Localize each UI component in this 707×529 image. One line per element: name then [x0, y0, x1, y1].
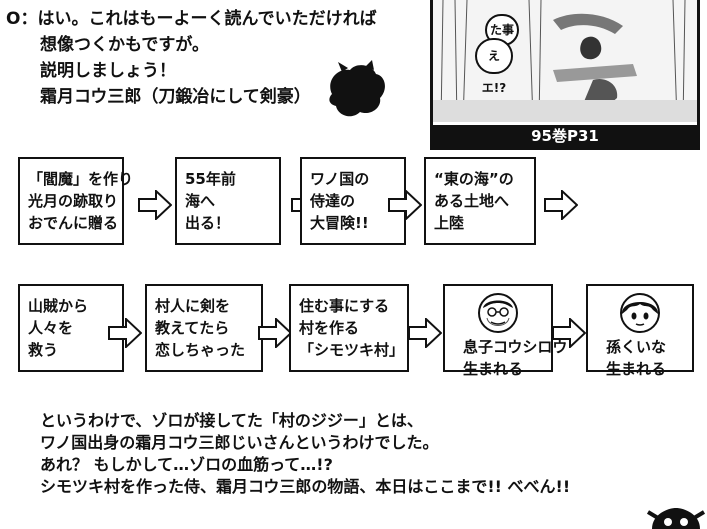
flow-step-box: 孫くいな 生まれる — [586, 284, 694, 378]
flow-step-line: “東の海”の — [434, 170, 514, 188]
flow-step-line: 孫くいな — [606, 338, 667, 356]
intro-line: 説明しましょう！ — [40, 61, 176, 81]
flow-step-line: 恋しちゃった — [155, 341, 246, 359]
flow-step-line: 光月の跡取り — [28, 192, 119, 210]
flow-step-line: 山賊から — [28, 297, 89, 315]
silhouette-head-icon — [329, 60, 385, 117]
flow-step-line: 生まれる — [606, 360, 667, 378]
flow-step-line: 救う — [28, 341, 59, 359]
speech-bubble: えエ!? — [475, 38, 513, 95]
flow-step-box: 住む事にする 村を作る 「シモツキ村」 — [289, 284, 409, 372]
koushirou-face-icon — [478, 293, 518, 333]
flow-step-line: 「閻魔」を作り — [28, 170, 134, 188]
flow-step-line: ワノ国の — [310, 170, 370, 188]
jolly-roger-icon — [646, 508, 706, 529]
flow-step-box: 「閻魔」を作り 光月の跡取り おでんに贈る — [18, 157, 134, 245]
intro-line: 霜月コウ三郎（刀鍛冶にして剣豪） — [40, 87, 311, 107]
intro-line: O：はい。これはもーよーく読んでいただければ — [6, 9, 377, 29]
flow-step-line: 村人に剣を — [155, 297, 231, 315]
outro-line: シモツキ村を作った侍、霜月コウ三郎の物語、本日はここまで!! べべん!! — [40, 477, 571, 496]
flow-step-line: 侍達の — [310, 192, 356, 210]
flow-step-line: 息子コウシロウ — [463, 338, 568, 356]
flow-step-line: ある土地へ — [434, 192, 510, 210]
hollow-right-arrow-icon — [138, 190, 172, 220]
outro-line: というわけで、ゾロが接してた「村のジジー」とは、 — [40, 411, 423, 430]
hollow-right-arrow-icon — [108, 318, 142, 348]
hollow-right-arrow-icon — [258, 318, 292, 348]
intro-text: O：はい。これはもーよーく読んでいただければ 想像つくかもですが。 説明しましょ… — [6, 6, 426, 110]
flow-step-line: 「シモツキ村」 — [299, 341, 405, 359]
flow-step-line: 海へ — [185, 192, 216, 210]
flow-step-box: 息子コウシロウ 生まれる — [443, 284, 568, 378]
hollow-right-arrow-icon — [408, 318, 442, 348]
flow-step-line: 大冒険!! — [310, 214, 369, 232]
hollow-right-arrow-icon — [388, 190, 422, 220]
manga-reference-panel: た事 えエ!? 95巻P31 — [430, 0, 700, 150]
flow-step-line: 住む事にする — [299, 297, 390, 315]
hollow-right-arrow-icon — [544, 190, 578, 220]
flow-step-line: 55年前 — [185, 170, 236, 188]
outro-line: ワノ国出身の霜月コウ三郎じいさんというわけでした。 — [40, 433, 439, 452]
outro-text: というわけで、ゾロが接してた「村のジジー」とは、 ワノ国出身の霜月コウ三郎じいさ… — [40, 410, 660, 498]
flow-step-line: 村を作る — [299, 319, 360, 337]
flow-step-line: 出る！ — [185, 214, 231, 232]
flow-step-box: 山賊から 人々を 救う — [18, 284, 124, 372]
flow-step-line: 教えてたら — [155, 319, 230, 337]
flow-step-box: “東の海”の ある土地へ 上陸 — [424, 157, 536, 245]
volume-caption: 95巻P31 — [433, 125, 697, 147]
kuina-face-icon — [620, 293, 660, 333]
flow-step-line: おでんに贈る — [28, 214, 119, 232]
intro-line: 想像つくかもですが。 — [40, 35, 209, 55]
hollow-right-arrow-icon — [552, 318, 586, 348]
flow-step-line: 上陸 — [434, 214, 465, 232]
flow-step-line: 生まれる — [463, 360, 524, 378]
manga-panel-art — [433, 0, 697, 122]
flow-step-line: 人々を — [28, 319, 74, 337]
outro-line: あれ？ もしかして…ゾロの血筋って…!? — [40, 455, 333, 474]
flow-step-box: 村人に剣を 教えてたら 恋しちゃった — [145, 284, 263, 372]
flow-step-box: 55年前 海へ 出る！ — [175, 157, 281, 245]
